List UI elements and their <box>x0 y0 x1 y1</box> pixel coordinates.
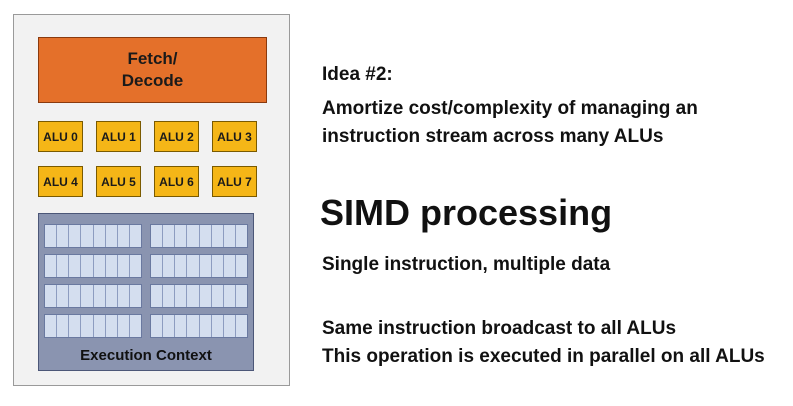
register-cell <box>81 255 94 277</box>
register-cell <box>151 225 164 247</box>
register-row <box>150 314 248 338</box>
register-cell <box>187 255 200 277</box>
register-cell <box>151 255 164 277</box>
register-cell <box>45 225 58 247</box>
register-cell <box>57 285 70 307</box>
register-cell <box>105 225 118 247</box>
register-cell <box>211 285 224 307</box>
register-cell <box>163 315 176 337</box>
register-cell <box>223 225 236 247</box>
register-row <box>44 284 142 308</box>
alu-7: ALU 7 <box>212 166 257 197</box>
register-cell <box>211 225 224 247</box>
register-cell <box>129 255 141 277</box>
register-cell <box>199 315 212 337</box>
idea-line-1: Amortize cost/complexity of managing an <box>322 98 698 119</box>
register-cell <box>93 225 106 247</box>
register-cell <box>223 255 236 277</box>
register-cell <box>129 315 141 337</box>
register-cell <box>175 225 188 247</box>
register-cell <box>235 285 247 307</box>
alu-6: ALU 6 <box>154 166 199 197</box>
alu-1: ALU 1 <box>96 121 141 152</box>
alu-0: ALU 0 <box>38 121 83 152</box>
register-cell <box>199 255 212 277</box>
register-cell <box>223 315 236 337</box>
register-cell <box>117 285 130 307</box>
register-cell <box>93 285 106 307</box>
register-cell <box>235 315 247 337</box>
register-cell <box>175 285 188 307</box>
register-cell <box>187 285 200 307</box>
register-cell <box>211 255 224 277</box>
alu-5: ALU 5 <box>96 166 141 197</box>
statement-2: This operation is executed in parallel o… <box>322 346 765 367</box>
simd-subheading: Single instruction, multiple data <box>322 254 611 275</box>
register-cell <box>57 315 70 337</box>
idea-line-2: instruction stream across many ALUs <box>322 126 664 147</box>
register-cell <box>187 225 200 247</box>
alu-3: ALU 3 <box>212 121 257 152</box>
register-cell <box>187 315 200 337</box>
simd-heading: SIMD processing <box>320 192 613 233</box>
register-cell <box>199 285 212 307</box>
register-cell <box>93 255 106 277</box>
register-cell <box>81 225 94 247</box>
register-cell <box>69 315 82 337</box>
register-cell <box>163 255 176 277</box>
register-cell <box>175 255 188 277</box>
register-row <box>150 254 248 278</box>
register-cell <box>163 285 176 307</box>
execution-context-label: Execution Context <box>80 347 212 364</box>
register-cell <box>151 315 164 337</box>
register-cell <box>45 315 58 337</box>
register-cell <box>105 315 118 337</box>
register-cell <box>45 285 58 307</box>
register-cell <box>93 315 106 337</box>
register-cell <box>81 285 94 307</box>
register-cell <box>117 255 130 277</box>
register-cell <box>163 225 176 247</box>
register-row <box>44 314 142 338</box>
register-cell <box>223 285 236 307</box>
register-cell <box>151 285 164 307</box>
register-cell <box>235 255 247 277</box>
register-row <box>150 284 248 308</box>
alu-2: ALU 2 <box>154 121 199 152</box>
register-cell <box>129 225 141 247</box>
register-cell <box>105 255 118 277</box>
register-cell <box>69 285 82 307</box>
register-cell <box>129 285 141 307</box>
register-cell <box>117 315 130 337</box>
register-cell <box>117 225 130 247</box>
register-row <box>44 254 142 278</box>
register-cell <box>105 285 118 307</box>
alu-4: ALU 4 <box>38 166 83 197</box>
register-cell <box>81 315 94 337</box>
register-row <box>150 224 248 248</box>
register-row <box>44 224 142 248</box>
fetch-decode-block: Fetch/ Decode <box>38 37 267 103</box>
register-cell <box>69 255 82 277</box>
register-cell <box>175 315 188 337</box>
execution-context-block: Execution Context <box>38 213 254 371</box>
register-cell <box>45 255 58 277</box>
register-cell <box>235 225 247 247</box>
register-cell <box>57 225 70 247</box>
register-cell <box>69 225 82 247</box>
idea-title: Idea #2: <box>322 64 393 85</box>
register-cell <box>57 255 70 277</box>
register-cell <box>199 225 212 247</box>
statement-1: Same instruction broadcast to all ALUs <box>322 318 677 339</box>
register-cell <box>211 315 224 337</box>
